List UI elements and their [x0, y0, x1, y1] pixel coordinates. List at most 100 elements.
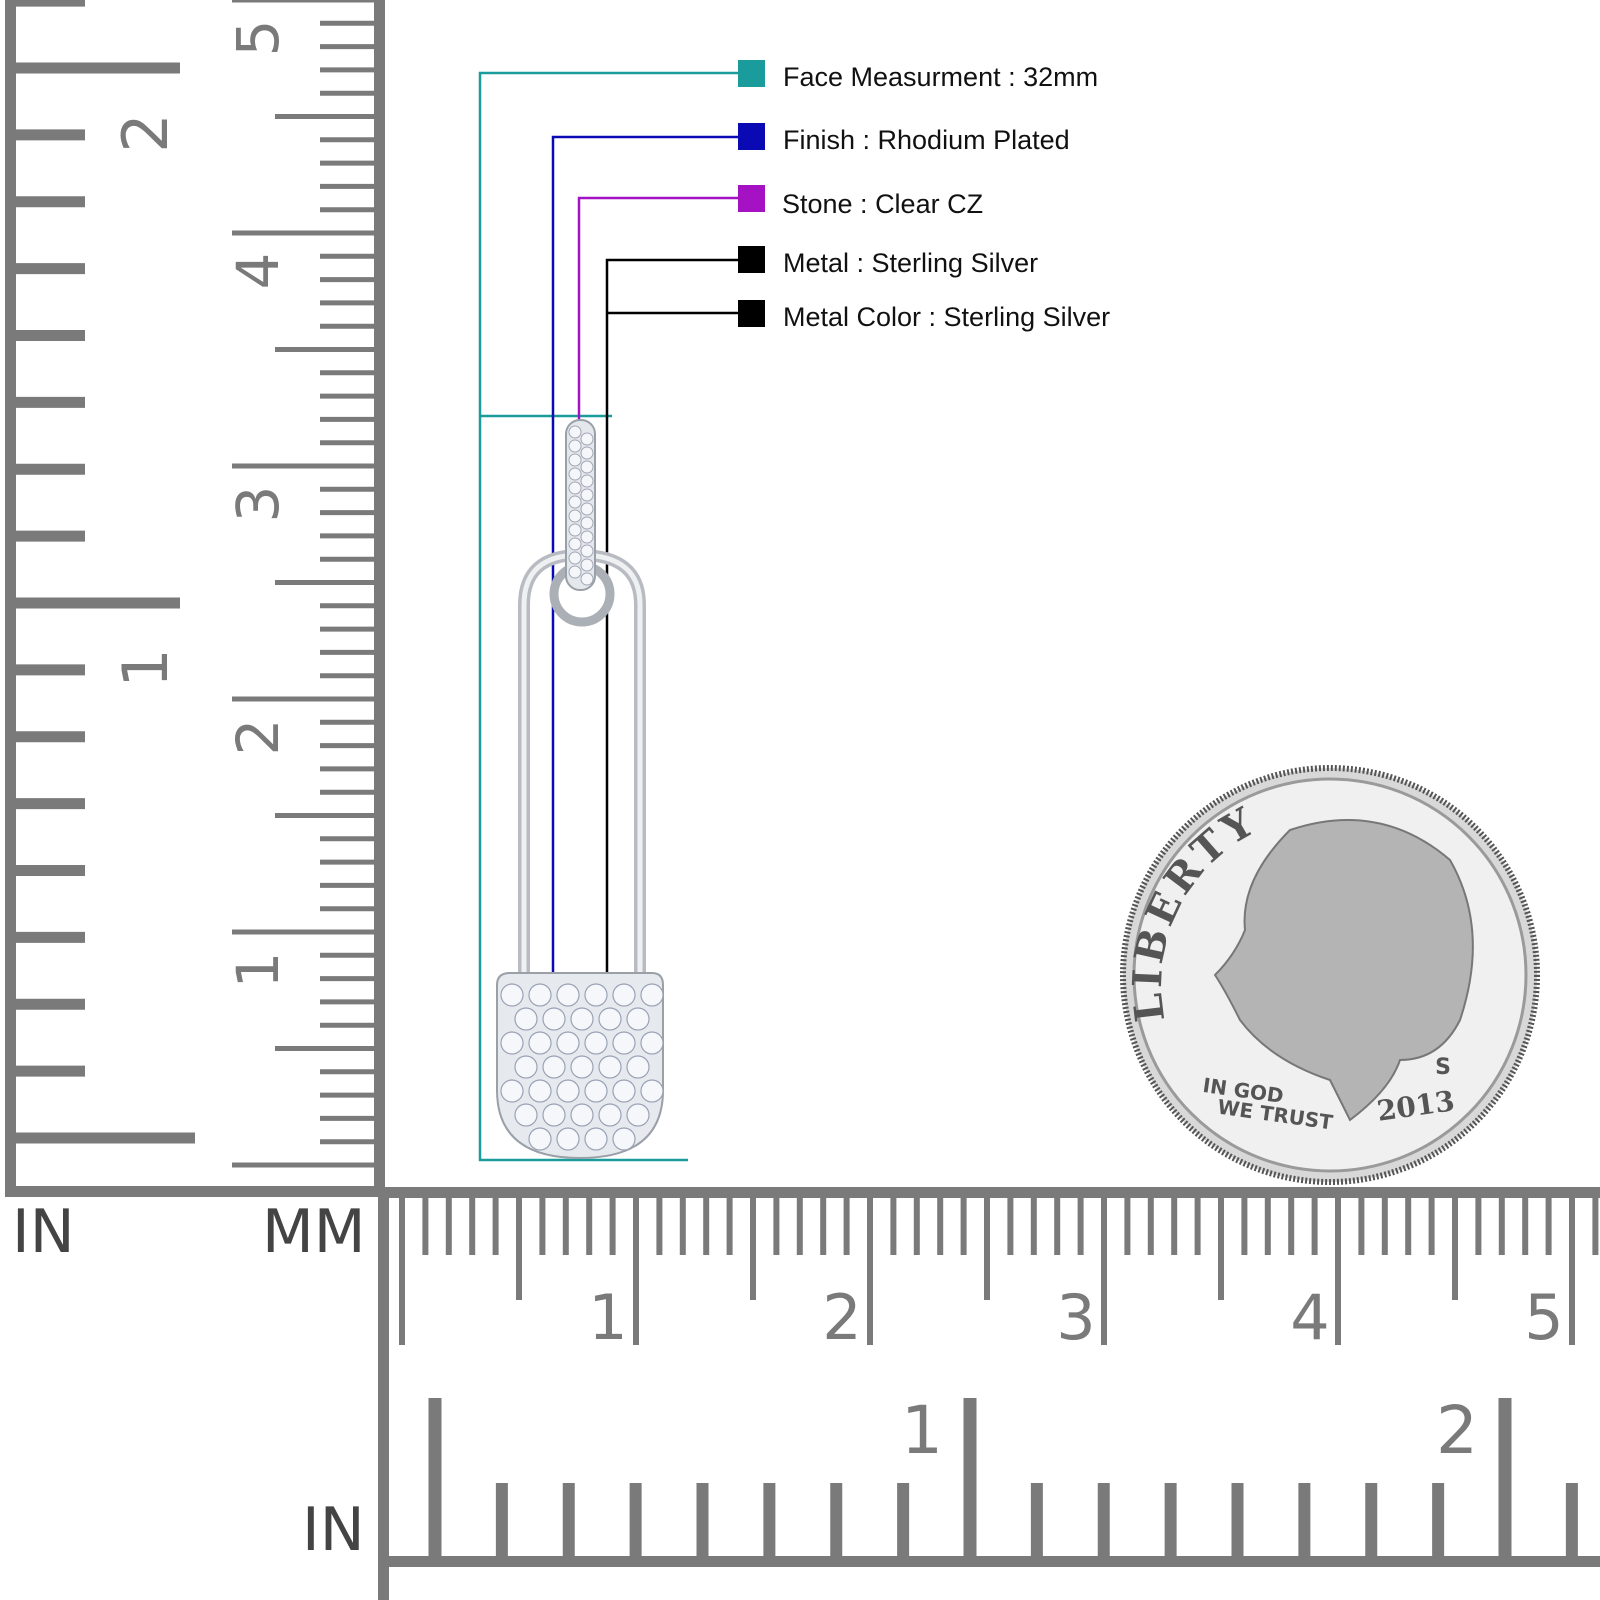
cz-stone	[528, 1127, 552, 1151]
cz-stone	[568, 439, 582, 453]
left-cm-number: 2	[224, 719, 292, 756]
cz-stone	[626, 1007, 650, 1031]
left-inch-unit-label: IN	[12, 1197, 75, 1267]
left-cm-number: 1	[224, 952, 292, 989]
face-measurement-guide	[478, 71, 740, 1162]
cz-stone	[514, 1055, 538, 1079]
face-measurement-color-swatch	[738, 60, 765, 87]
cz-stone	[528, 1031, 552, 1055]
cz-stone	[556, 983, 580, 1007]
bottom-ruler-bottom-edge	[378, 1556, 1600, 1567]
cz-stone	[542, 1007, 566, 1031]
spec-stone: Stone : Clear CZ	[782, 189, 984, 219]
cz-stone	[626, 1103, 650, 1127]
bottom-inch-number: 2	[1436, 1392, 1478, 1469]
cz-stone	[580, 432, 594, 446]
cz-stone	[580, 446, 594, 460]
stone-color-swatch	[738, 185, 765, 212]
cz-stone	[528, 983, 552, 1007]
cz-stone	[568, 523, 582, 537]
bottom-cm-number: 3	[1056, 1281, 1095, 1354]
cz-stone	[500, 983, 524, 1007]
cz-stone	[568, 537, 582, 551]
cz-stone	[568, 551, 582, 565]
left-cm-number: 5	[224, 20, 292, 57]
cz-stone	[542, 1103, 566, 1127]
cz-stone	[568, 495, 582, 509]
cz-stone	[580, 488, 594, 502]
cz-stone	[514, 1103, 538, 1127]
cz-stone	[612, 983, 636, 1007]
left-cm-number: 3	[224, 486, 292, 523]
cz-stone	[580, 558, 594, 572]
spec-face-measurement: Face Measurment : 32mm	[783, 62, 1099, 92]
cz-stone	[640, 983, 664, 1007]
cz-stone	[500, 1031, 524, 1055]
cz-stone	[598, 1007, 622, 1031]
spec-finish: Finish : Rhodium Plated	[783, 125, 1070, 155]
cz-stone	[584, 1127, 608, 1151]
cz-stone	[584, 1079, 608, 1103]
bottom-inch-unit-label: IN	[302, 1495, 365, 1565]
cz-stone	[580, 572, 594, 586]
spec-metal: Metal : Sterling Silver	[783, 248, 1039, 278]
bottom-cm-number: 5	[1524, 1281, 1563, 1354]
left-inch-number: 1	[109, 648, 182, 687]
left-ruler-bottom-edge	[5, 1186, 385, 1197]
cz-stone	[570, 1103, 594, 1127]
left-mm-unit-label: MM	[262, 1197, 366, 1267]
cz-stone	[568, 509, 582, 523]
cz-stone	[612, 1031, 636, 1055]
cz-stone	[556, 1079, 580, 1103]
cz-stone	[556, 1127, 580, 1151]
cz-stone	[612, 1127, 636, 1151]
cz-stone	[528, 1079, 552, 1103]
cz-stone	[584, 1031, 608, 1055]
bottom-cm-number: 1	[588, 1281, 627, 1354]
bottom-cm-number: 4	[1290, 1281, 1329, 1354]
cz-stone	[580, 516, 594, 530]
left-ruler: 1 2 1 2 3 4 5	[5, 0, 385, 1197]
cz-stone	[514, 1007, 538, 1031]
cz-stone	[612, 1079, 636, 1103]
metal-color-color-swatch	[738, 300, 765, 327]
left-cm-number: 4	[224, 253, 292, 290]
bottom-ruler-top-edge	[378, 1187, 1600, 1198]
finish-color-swatch	[738, 123, 765, 150]
bottom-inch-number: 1	[901, 1392, 943, 1469]
finish-guide	[551, 135, 740, 975]
cz-stone	[626, 1055, 650, 1079]
left-ruler-mm-edge	[374, 0, 385, 1197]
spec-guide-lines	[478, 71, 740, 1162]
cz-stone	[580, 544, 594, 558]
coin-mint-mark: S	[1435, 1055, 1451, 1080]
cz-stone	[640, 1079, 664, 1103]
cz-stone	[570, 1055, 594, 1079]
cz-stone	[598, 1103, 622, 1127]
cz-stone	[598, 1055, 622, 1079]
cz-stone	[584, 983, 608, 1007]
cz-stone	[570, 1007, 594, 1031]
cz-stone	[568, 481, 582, 495]
cz-stone	[580, 530, 594, 544]
left-inch-number: 2	[109, 113, 182, 152]
metal-color-swatch	[738, 246, 765, 273]
safety-pin-earring	[496, 419, 664, 1160]
roosevelt-portrait	[1213, 819, 1474, 1122]
metal-guide	[605, 258, 740, 975]
spec-metal-color: Metal Color : Sterling Silver	[783, 302, 1111, 332]
cz-stone	[640, 1031, 664, 1055]
cz-stone	[568, 467, 582, 481]
cz-stone	[580, 474, 594, 488]
bottom-ruler-left-edge	[378, 1187, 389, 1600]
cz-stone	[500, 1079, 524, 1103]
cz-stone	[568, 565, 582, 579]
cz-stone	[568, 425, 582, 439]
stone-guide	[577, 196, 740, 460]
cz-stone	[542, 1055, 566, 1079]
cz-stone	[580, 460, 594, 474]
bottom-cm-number: 2	[822, 1281, 861, 1354]
